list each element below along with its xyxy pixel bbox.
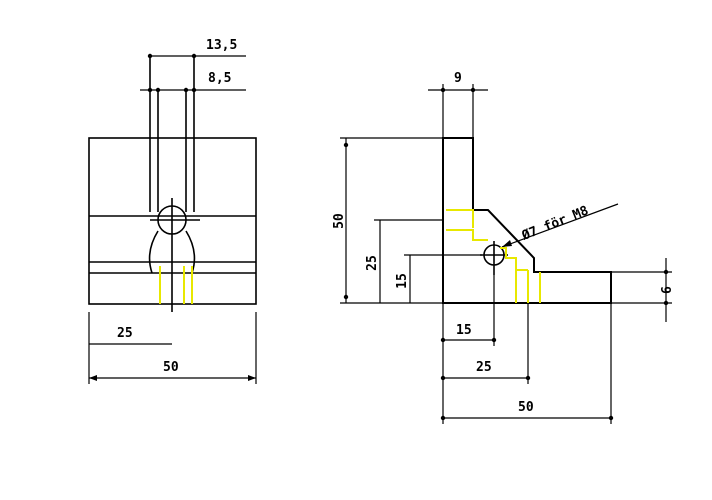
dim-tick — [440, 87, 446, 93]
dim-tick — [608, 415, 614, 421]
side-view: Ø7 för M8 9 50 25 15 — [332, 71, 672, 424]
dim-label-13-5: 13,5 — [206, 38, 237, 53]
dim-label-25-vertical: 25 — [365, 255, 380, 271]
dim-label-8-5: 8,5 — [208, 71, 231, 86]
side-hidden-edge-1 — [446, 209, 474, 228]
dim-arrow — [248, 375, 256, 381]
dim-tick — [525, 375, 531, 381]
front-relief-arc-right — [185, 230, 196, 274]
dim-label-50: 50 — [163, 360, 179, 375]
dim-tick — [440, 415, 446, 421]
dim-tick — [183, 87, 189, 93]
dim-tick — [663, 300, 669, 306]
dim-tick — [440, 375, 446, 381]
hole-leader-arrow — [502, 240, 512, 247]
dim-tick — [191, 53, 197, 59]
front-view: 13,5 8,5 25 50 — [88, 38, 257, 384]
dim-label-25-bottom: 25 — [476, 360, 492, 375]
dim-tick — [155, 87, 161, 93]
dim-label-50-vertical: 50 — [332, 213, 347, 229]
dim-tick — [663, 269, 669, 275]
dim-arrow — [89, 375, 97, 381]
dim-label-15-vertical: 15 — [395, 273, 410, 289]
dim-label-50-bottom: 50 — [518, 400, 534, 415]
dim-label-15-bottom: 15 — [456, 323, 472, 338]
dim-tick — [491, 337, 497, 343]
hole-leader — [501, 203, 619, 248]
hole-note: Ø7 för M8 — [519, 203, 591, 244]
dim-label-25: 25 — [117, 326, 133, 341]
dim-tick — [147, 87, 153, 93]
dim-tick — [440, 337, 446, 343]
side-hidden-edge-2 — [446, 229, 488, 241]
dim-tick — [147, 53, 153, 59]
dim-label-9-right: 9 — [657, 286, 672, 294]
dim-tick — [343, 294, 349, 300]
dim-label-9-top: 9 — [454, 71, 462, 86]
dim-tick — [470, 87, 476, 93]
dim-tick — [191, 87, 197, 93]
front-relief-arc-left — [148, 230, 159, 274]
dim-tick — [343, 142, 349, 148]
side-hidden-edge-3 — [500, 247, 528, 271]
